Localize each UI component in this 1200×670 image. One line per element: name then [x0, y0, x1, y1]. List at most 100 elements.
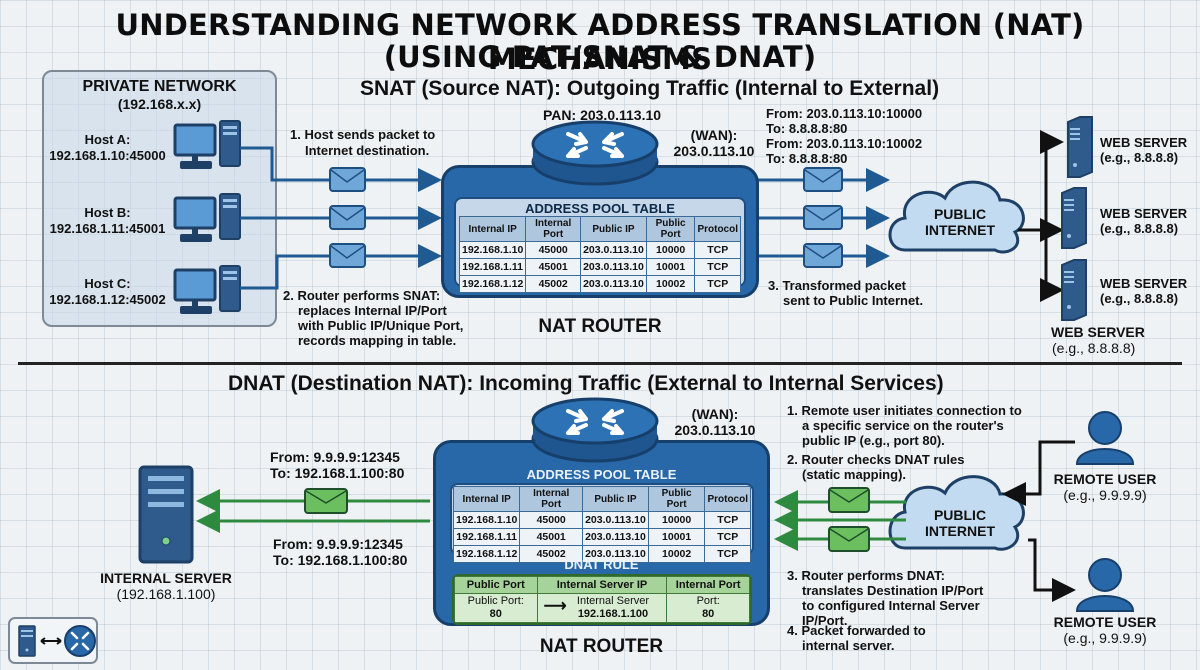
- snat-step2-line1: 2. Router performs SNAT:: [283, 288, 441, 303]
- rule-header: Internal Port: [666, 576, 750, 594]
- snat-router-top-icon: [531, 120, 659, 186]
- table-cell: 192.168.1.12: [458, 275, 527, 293]
- table-header: Internal Port: [525, 216, 582, 242]
- incoming-packet-bottom-from: From: 9.9.9.9:12345: [273, 536, 403, 552]
- web-server-3-ip: (e.g., 8.8.8.8): [1100, 291, 1179, 306]
- packet-icon-green: [828, 526, 870, 552]
- table-header: Internal Port: [519, 486, 584, 512]
- remote-user-1-ip: (e.g., 9.9.9.9): [1063, 487, 1147, 503]
- table-cell: 10001: [645, 258, 696, 276]
- snat-router-label: NAT ROUTER: [538, 316, 662, 337]
- host-b-name: Host B:: [84, 205, 131, 220]
- rule-internal-server-value: 192.168.1.100: [577, 608, 649, 620]
- dnat-table-title: ADDRESS POOL TABLE: [526, 467, 677, 482]
- dnat-step2-line2: (static mapping).: [802, 467, 907, 482]
- page-title-line2: (USING PAT/SNAT & DNAT): [383, 40, 817, 74]
- table-cell: 45001: [525, 258, 582, 276]
- snat-step2-line2: replaces Internal IP/Port: [298, 303, 447, 318]
- table-cell: TCP: [694, 258, 741, 276]
- table-cell: TCP: [694, 241, 741, 259]
- server-to-router-legend: [8, 617, 98, 664]
- dnat-rule-title: DNAT RULE: [564, 557, 639, 572]
- table-cell: 45002: [525, 275, 582, 293]
- dnat-step3-line4: IP/Port.: [802, 613, 848, 628]
- section-divider: [18, 362, 1182, 365]
- table-header: Public IP: [582, 486, 649, 512]
- table-header: Public Port: [647, 486, 706, 512]
- table-cell: 203.0.113.10: [580, 241, 647, 259]
- dnat-step1-line2: a specific service on the router's: [802, 418, 1004, 433]
- host-c-address: 192.168.1.12:45002: [49, 292, 166, 307]
- table-cell: 45000: [519, 511, 584, 529]
- public-internet-cloud-icon: [888, 475, 1025, 551]
- packet-icon-green: [304, 488, 348, 514]
- host-a-name: Host A:: [84, 132, 131, 147]
- snat-pool-table: Internal IP Internal Port Public IP Publ…: [458, 216, 741, 293]
- remote-user-2-name: REMOTE USER: [1053, 614, 1157, 630]
- remote-user-flow-2: [1028, 538, 1076, 602]
- outgoing-packet-to-2: To: 8.8.8.8:80: [766, 151, 848, 166]
- internal-server-ip: (192.168.1.100): [116, 586, 216, 602]
- incoming-packet-top-to: To: 192.168.1.100:80: [270, 465, 405, 481]
- snat-cloud-label-2: INTERNET: [925, 222, 995, 238]
- snat-step2-line4: records mapping in table.: [298, 333, 457, 348]
- table-cell: 203.0.113.10: [580, 275, 647, 293]
- remote-user-icon: [1075, 411, 1135, 465]
- table-cell: 192.168.1.11: [452, 528, 521, 546]
- dnat-pool-table: Internal IP Internal Port Public IP Publ…: [452, 486, 751, 563]
- table-cell: 10000: [647, 511, 706, 529]
- table-cell: 203.0.113.10: [582, 528, 649, 546]
- incoming-packet-bottom-to: To: 192.168.1.100:80: [273, 552, 408, 568]
- table-cell: TCP: [704, 511, 751, 529]
- host-b-address: 192.168.1.11:45001: [49, 221, 166, 236]
- host-a-address: 192.168.1.10:45000: [49, 148, 166, 163]
- table-header: Public IP: [580, 216, 647, 242]
- table-header: Protocol: [704, 486, 751, 512]
- rule-public-port-value: 80: [489, 608, 502, 620]
- packet-icon: [803, 243, 843, 268]
- server-to-router-icon: [18, 625, 96, 657]
- table-cell: 203.0.113.10: [582, 545, 649, 563]
- table-cell: TCP: [704, 528, 751, 546]
- remote-user-flow-1: [1002, 440, 1075, 506]
- table-cell: 45002: [519, 545, 584, 563]
- table-cell: 45000: [525, 241, 582, 259]
- dnat-cloud-label-2: INTERNET: [925, 523, 995, 539]
- remote-user-1-name: REMOTE USER: [1053, 471, 1157, 487]
- web-server-icon: [1061, 187, 1087, 249]
- snat-step1-line2: Internet destination.: [305, 143, 430, 158]
- remote-user-icon: [1075, 558, 1135, 612]
- snat-table-title: ADDRESS POOL TABLE: [525, 201, 675, 216]
- incoming-packet-top-from: From: 9.9.9.9:12345: [270, 449, 400, 465]
- internal-server-icon: [138, 465, 194, 564]
- dnat-step4-line2: internal server.: [802, 638, 895, 653]
- table-cell: 10001: [647, 528, 706, 546]
- remote-user-2-ip: (e.g., 9.9.9.9): [1063, 630, 1147, 646]
- table-cell: 10002: [645, 275, 696, 293]
- web-server-4-ip: (e.g., 8.8.8.8): [1052, 340, 1136, 356]
- table-cell: TCP: [704, 545, 751, 563]
- web-server-2-ip: (e.g., 8.8.8.8): [1100, 221, 1179, 236]
- table-cell: 45001: [519, 528, 584, 546]
- rule-header: Public Port: [454, 576, 538, 594]
- table-cell: 203.0.113.10: [580, 258, 647, 276]
- private-network-title: PRIVATE NETWORK: [82, 78, 237, 95]
- outgoing-packet-from-2: From: 203.0.113.10:10002: [766, 136, 923, 151]
- table-header: Protocol: [694, 216, 741, 242]
- snat-step3-line2: sent to Public Internet.: [783, 293, 924, 308]
- dnat-step3-line2: translates Destination IP/Port: [802, 583, 984, 598]
- packet-icon: [803, 167, 843, 192]
- table-header: Public Port: [645, 216, 696, 242]
- host-b-computer-icon: [173, 193, 241, 242]
- web-server-4-name: WEB SERVER: [1051, 324, 1145, 340]
- host-c-computer-icon: [173, 265, 241, 314]
- page-title-line1: UNDERSTANDING NETWORK ADDRESS TRANSLATIO…: [115, 8, 1085, 76]
- table-header: Internal IP: [452, 486, 521, 512]
